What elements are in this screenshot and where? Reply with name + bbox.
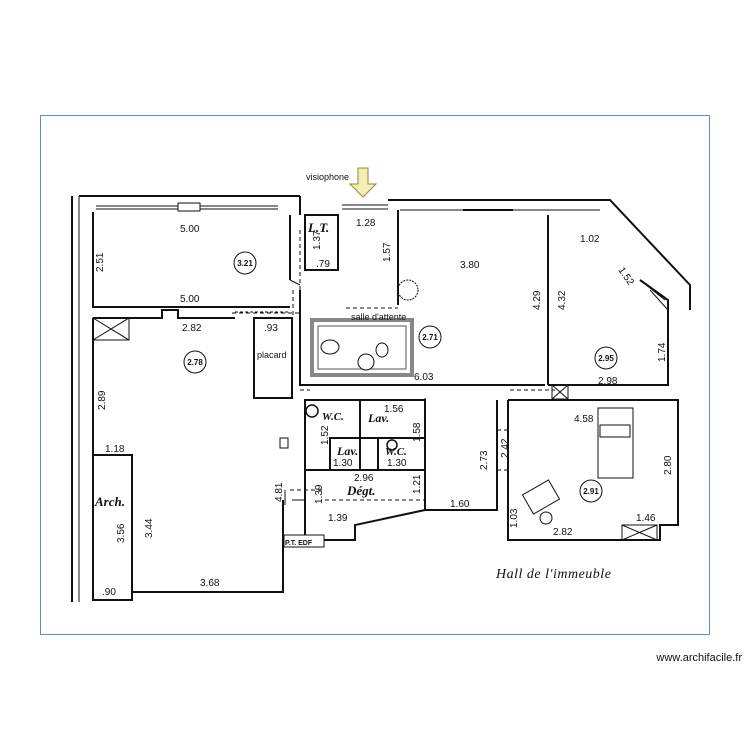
dim-289: 2.89 [97, 390, 108, 410]
room-right-top [547, 215, 669, 400]
label-pt-edf: P.T. EDF [285, 540, 313, 547]
dim-158: 1.58 [412, 422, 423, 442]
label-lav-1: Lav. [367, 411, 389, 425]
dim-139-v: 1.39 [314, 484, 325, 504]
dim-152: 1.52 [616, 265, 636, 288]
label-wc-1: W.C. [322, 411, 344, 423]
dim-130-b: 1.30 [387, 458, 407, 469]
label-degt: Dégt. [346, 483, 376, 498]
dim-368: 3.68 [200, 578, 220, 589]
dim-139-h: 1.39 [328, 513, 348, 524]
exterior-wall-top [79, 195, 691, 310]
area-room-right-top: 2.95 [598, 354, 614, 363]
area-room-waiting: 2.71 [422, 333, 438, 342]
dim-282-a: 2.82 [182, 323, 202, 334]
visiophone-arrow-icon [348, 167, 378, 198]
dim-603: 6.03 [414, 372, 434, 383]
label-lav-2: Lav. [336, 444, 358, 458]
dim-380: 3.80 [460, 260, 480, 271]
dim-174: 1.74 [657, 342, 668, 362]
dim-102: 1.02 [580, 234, 600, 245]
dim-500-top: 5.00 [180, 224, 200, 235]
area-markers [183, 251, 618, 503]
door-openings [232, 230, 555, 501]
dim-432: 4.32 [557, 290, 568, 310]
label-lt: L.T. [307, 220, 329, 235]
area-room-right-bottom: 2.91 [583, 487, 599, 496]
dim-137: 1.37 [312, 230, 323, 250]
dim-500-mid: 5.00 [180, 294, 200, 305]
watermark-url[interactable]: www.archifacile.fr [656, 652, 742, 664]
dim-481: 4.81 [274, 482, 285, 502]
exterior-wall-left [71, 196, 80, 602]
dim-093: .93 [264, 323, 278, 334]
dim-146: 1.46 [636, 513, 656, 524]
label-placard: placard [257, 350, 287, 360]
label-hall: Hall de l'immeuble [495, 567, 611, 582]
dim-121: 1.21 [412, 474, 423, 494]
dim-429: 4.29 [532, 290, 543, 310]
lt-closet [304, 214, 339, 271]
dim-280: 2.80 [663, 455, 674, 475]
dim-298: 2.98 [598, 376, 618, 387]
dim-242: 2.42 [500, 438, 511, 458]
room-top-left [92, 212, 301, 308]
dim-356: 3.56 [116, 523, 127, 543]
dim-251: 2.51 [95, 252, 106, 272]
dim-458: 4.58 [574, 414, 594, 425]
room-waiting [299, 210, 545, 386]
plan-frame [40, 115, 710, 635]
label-wc-2: W.C. [385, 446, 407, 458]
dim-079: .79 [316, 259, 330, 270]
room-middle-lower [283, 400, 498, 548]
dim-152-v: 1.52 [320, 425, 331, 445]
label-salle-attente: salle d'attente [351, 312, 406, 322]
placard-closet [253, 317, 293, 399]
area-room-left-large: 2.78 [187, 358, 203, 367]
dim-130-a: 1.30 [333, 458, 353, 469]
dim-296: 2.96 [354, 473, 374, 484]
dim-103: 1.03 [509, 508, 520, 528]
arch-column [92, 454, 133, 601]
area-room-top-left: 3.21 [237, 259, 253, 268]
label-arch: Arch. [94, 494, 125, 509]
dim-157-v: 1.57 [382, 242, 393, 262]
dim-282-b: 2.82 [553, 527, 573, 538]
dim-160: 1.60 [450, 499, 470, 510]
dim-344: 3.44 [144, 518, 155, 538]
dim-090: .90 [102, 587, 116, 598]
label-visiophone: visiophone [306, 172, 349, 182]
dim-156: 1.56 [384, 404, 404, 415]
room-right-bottom [507, 399, 679, 541]
dim-128: 1.28 [356, 218, 376, 229]
dim-273: 2.73 [479, 450, 490, 470]
dim-118: 1.18 [105, 444, 125, 455]
